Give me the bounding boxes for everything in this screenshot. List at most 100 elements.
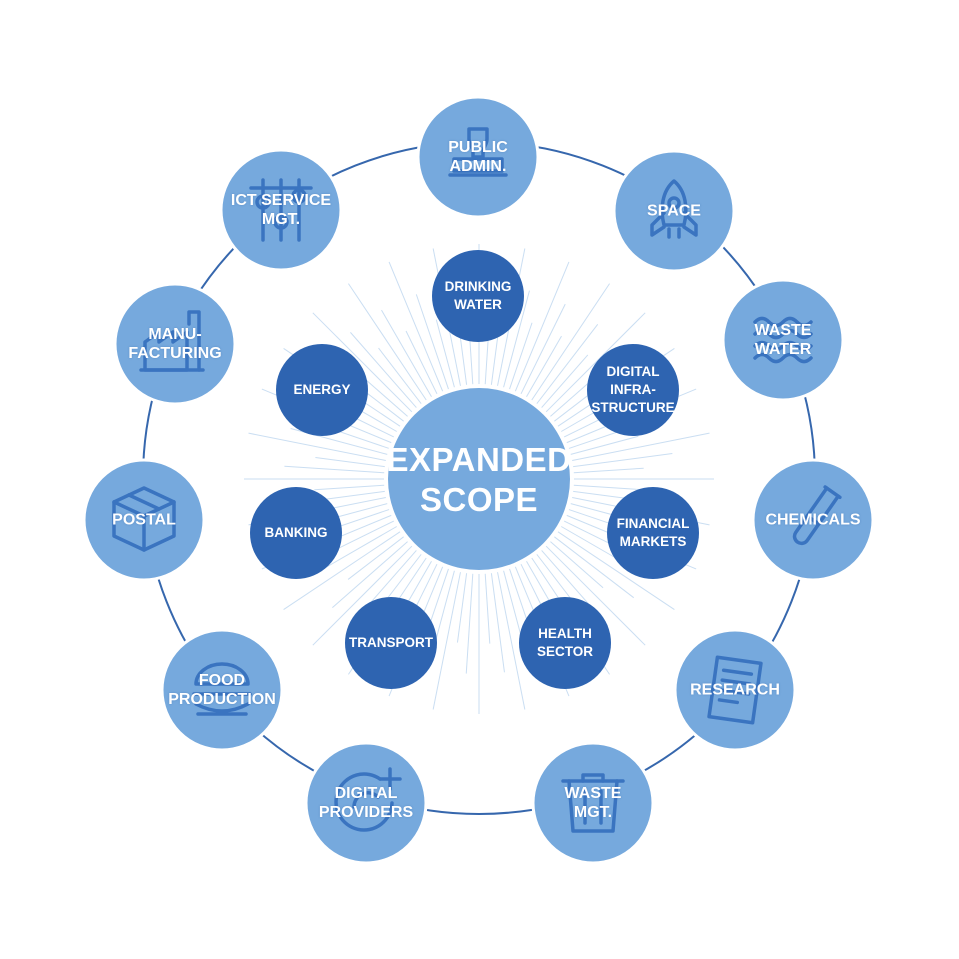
outer-sector-circle xyxy=(612,149,736,273)
outer-sector-node xyxy=(304,741,428,865)
sunburst-ray xyxy=(545,312,646,413)
sunburst-ray xyxy=(520,303,566,395)
sunburst-ray xyxy=(347,536,404,580)
outer-sectors xyxy=(82,95,875,865)
sunburst-ray xyxy=(456,573,468,643)
sunburst-ray xyxy=(369,550,417,604)
sunburst-ray xyxy=(541,354,589,408)
outer-sector-label: POSTAL xyxy=(112,511,176,529)
burger-icon xyxy=(192,662,252,716)
outer-sector-circle xyxy=(673,628,797,752)
inner-sector-circle xyxy=(587,344,679,436)
inner-sector-circle xyxy=(432,250,524,342)
sunburst-ray xyxy=(435,319,455,388)
outer-sector-label: ICT SERVICE MGT. xyxy=(230,192,332,228)
trash-bin-icon xyxy=(561,773,625,833)
sunburst-ray xyxy=(509,322,533,390)
sunburst-ray xyxy=(503,290,530,388)
outer-sector-circle xyxy=(531,741,655,865)
digital-plus-icon xyxy=(334,767,402,832)
sunburst-ray xyxy=(570,435,639,455)
sunburst-ray xyxy=(554,536,635,599)
outer-sector-node xyxy=(612,149,736,273)
rocket-icon xyxy=(650,179,698,239)
inner-sectors xyxy=(250,250,699,689)
test-tube-icon xyxy=(792,485,842,546)
inner-sector-label: HEALTH SECTOR xyxy=(536,626,594,659)
sunburst-ray xyxy=(573,453,673,468)
sunburst-ray xyxy=(415,294,449,390)
sunburst-ray xyxy=(526,335,562,397)
sunburst-ray xyxy=(561,526,623,562)
inner-sector-circle xyxy=(345,597,437,689)
sunburst-ray xyxy=(284,465,385,474)
outer-sector-node xyxy=(531,741,655,865)
outer-sector-label: DIGITAL PROVIDERS xyxy=(318,785,414,821)
water-waves-icon xyxy=(753,316,813,364)
outer-sector-label: WASTE MGT. xyxy=(564,785,622,821)
center-label: EXPANDED SCOPE xyxy=(386,441,572,518)
sunburst-ray xyxy=(388,261,444,392)
inner-sector-label: ENERGY xyxy=(293,382,351,397)
sunburst-ray xyxy=(330,520,395,553)
sunburst-ray xyxy=(573,467,644,474)
sunburst-ray xyxy=(572,432,710,461)
sunburst-ray xyxy=(550,541,604,589)
factory-icon xyxy=(139,310,205,372)
inner-sector-label: FINANCIAL MARKETS xyxy=(616,516,690,549)
inner-sector-circle xyxy=(250,487,342,579)
sunburst-ray xyxy=(465,573,474,674)
sunburst-ray xyxy=(497,572,526,710)
stamp-icon xyxy=(448,127,508,177)
sunburst-ray xyxy=(381,309,432,397)
sunburst-ray xyxy=(348,283,427,401)
sliders-icon xyxy=(249,178,313,242)
outer-sector-circle xyxy=(721,278,845,402)
sunburst-ray xyxy=(312,545,413,646)
sunburst-ray xyxy=(315,456,385,468)
outer-sector-circle xyxy=(304,741,428,865)
outer-sector-label: PUBLIC ADMIN. xyxy=(448,139,508,175)
outer-sector-node xyxy=(673,628,797,752)
sunburst-ray xyxy=(405,330,438,395)
sunburst-ray xyxy=(432,572,461,710)
sunburst-ray xyxy=(531,283,610,401)
outer-sector-node xyxy=(82,458,206,582)
sunburst-ray xyxy=(545,545,646,646)
sunburst-ray xyxy=(536,323,599,404)
sunburst-ray xyxy=(314,484,385,491)
sunburst-ray xyxy=(283,531,401,610)
outer-sector-node xyxy=(416,95,540,219)
outer-sector-label: FOOD PRODUCTION xyxy=(168,672,276,708)
inner-sector-label: BANKING xyxy=(264,525,328,540)
sunburst-ray xyxy=(332,541,408,608)
sunburst-ray xyxy=(557,531,675,610)
outer-sector-label: CHEMICALS xyxy=(765,511,861,529)
outer-sector-label: WASTE WATER xyxy=(754,322,812,358)
outer-sector-circle xyxy=(160,628,284,752)
outer-sector-label: MANU- FACTURING xyxy=(128,326,222,362)
inner-sector-label: DRINKING WATER xyxy=(444,279,512,312)
inner-sector-circle xyxy=(276,344,368,436)
outer-sector-node xyxy=(113,282,237,406)
outer-sector-node xyxy=(721,278,845,402)
center-circle xyxy=(388,388,570,570)
sunburst-ray xyxy=(312,312,413,413)
sunburst-ray xyxy=(484,573,491,644)
outer-sector-label: SPACE xyxy=(647,202,701,220)
outer-sector-node xyxy=(160,628,284,752)
package-box-icon xyxy=(112,486,176,552)
inner-sector-circle xyxy=(607,487,699,579)
sunburst-ray xyxy=(248,432,386,461)
outer-sector-node xyxy=(219,148,343,272)
inner-sector-circle xyxy=(519,597,611,689)
outer-sector-circle xyxy=(113,282,237,406)
outer-sector-label: RESEARCH xyxy=(690,681,780,699)
sunburst-ray xyxy=(350,332,417,408)
document-icon xyxy=(707,655,763,725)
inner-sector-label: TRANSPORT xyxy=(349,635,433,650)
sunburst-ray xyxy=(490,573,505,673)
outer-sector-node xyxy=(751,458,875,582)
sunburst-ray xyxy=(514,261,570,392)
